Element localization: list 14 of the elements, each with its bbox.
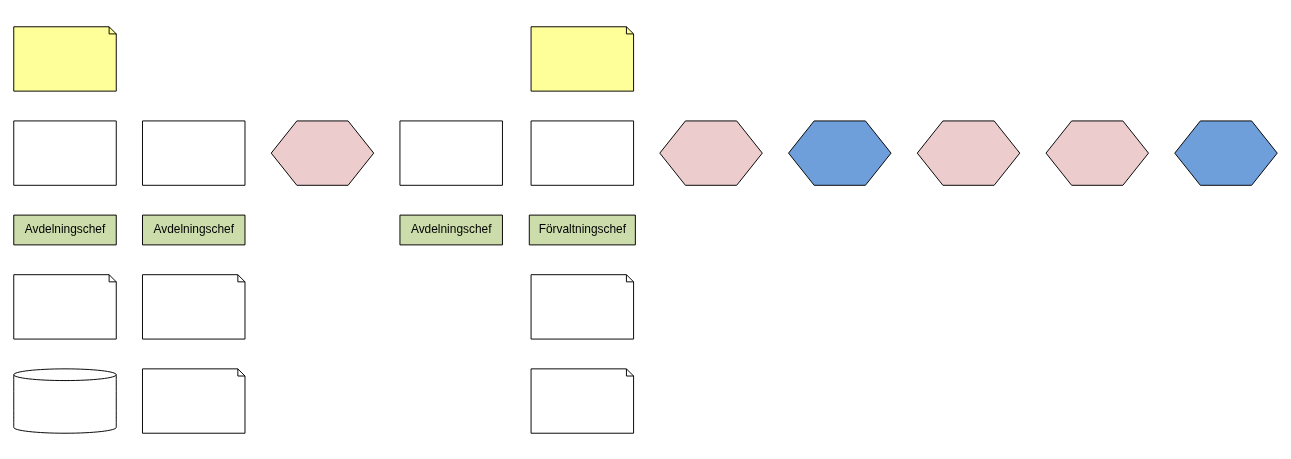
node-box: Avdelningschef xyxy=(399,214,503,245)
node-box xyxy=(399,119,503,186)
node-box: Förvaltningschef xyxy=(528,214,636,245)
node-box: Avdelningschef xyxy=(13,214,117,245)
node-hexagon xyxy=(1045,119,1149,186)
node-hexagon xyxy=(788,119,892,186)
node-hexagon xyxy=(1174,119,1278,186)
node-box xyxy=(13,119,117,186)
node-box xyxy=(142,119,246,186)
node-hexagon xyxy=(659,119,763,186)
node-hexagon xyxy=(916,119,1021,186)
node-box: Avdelningschef xyxy=(142,214,246,245)
node-hexagon xyxy=(270,119,375,186)
node-box xyxy=(530,119,635,186)
